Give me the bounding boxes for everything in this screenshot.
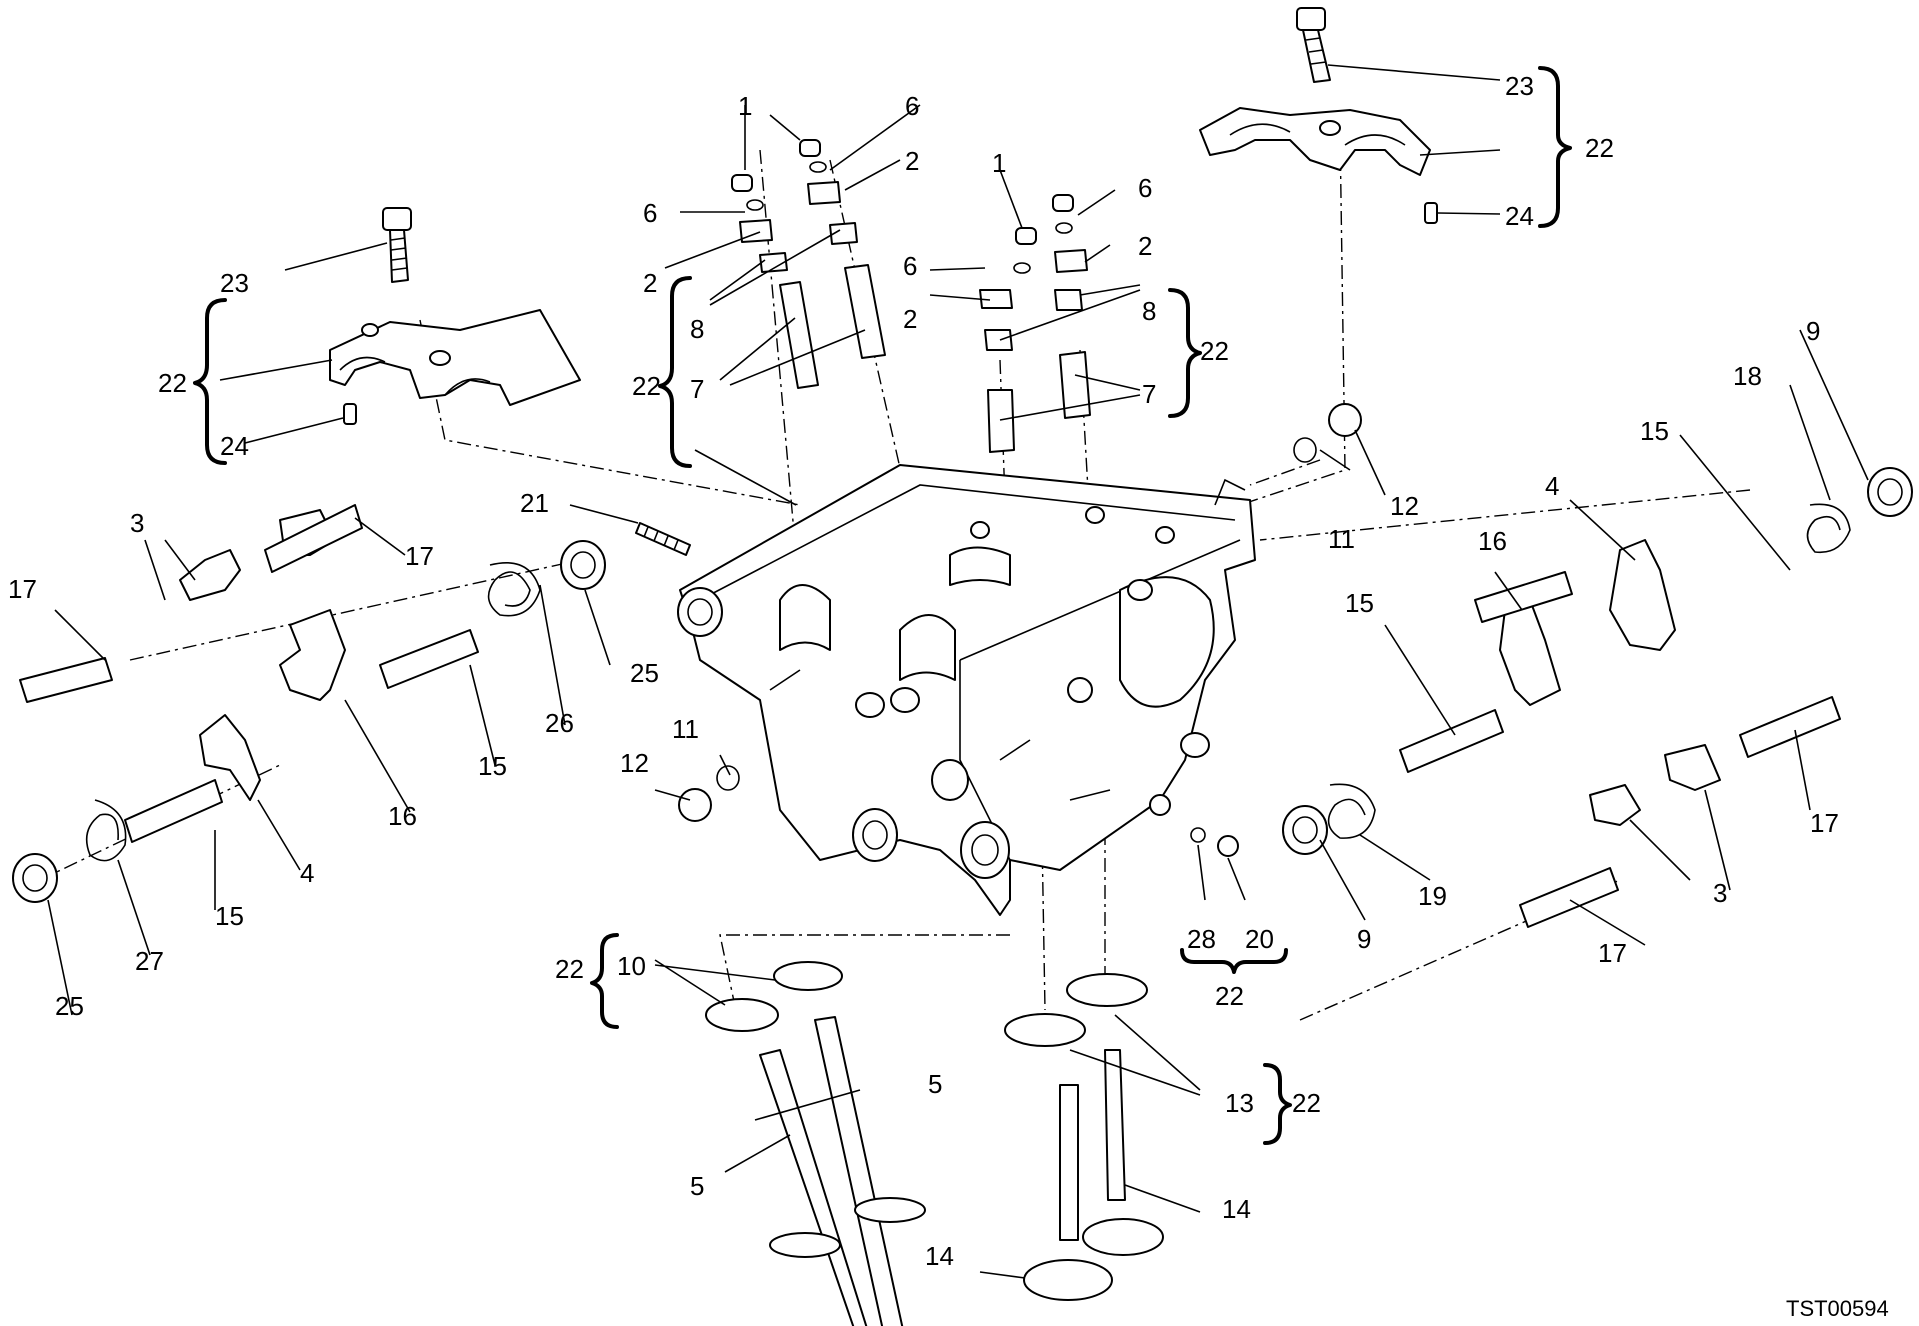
callout-1-top-right: 1 xyxy=(992,148,1006,178)
callout-15-right: 15 xyxy=(1345,588,1374,618)
callout-14-right: 14 xyxy=(1222,1194,1251,1224)
dowel-pins xyxy=(343,202,1438,425)
cap-bolt-right xyxy=(1296,7,1331,83)
callout-25-upper: 25 xyxy=(630,658,659,688)
callout-28: 28 xyxy=(1187,924,1216,954)
callout-11-left: 11 xyxy=(672,714,699,744)
callout-24-right: 24 xyxy=(1505,201,1534,231)
callout-labels: 1 6 2 6 2 8 7 22 1 6 2 6 2 8 7 22 23 22 … xyxy=(8,71,1839,1271)
braces xyxy=(193,66,1572,1145)
callout-9-top: 9 xyxy=(1806,316,1820,346)
callout-5-upper: 5 xyxy=(928,1069,942,1099)
valves xyxy=(759,1016,1164,1326)
callout-7-right: 7 xyxy=(1142,379,1156,409)
callout-27: 27 xyxy=(135,946,164,976)
callout-22-seats-left: 22 xyxy=(555,954,584,984)
callout-23-right: 23 xyxy=(1505,71,1534,101)
callout-8-right: 8 xyxy=(1142,296,1156,326)
callout-23-left: 23 xyxy=(220,268,249,298)
callout-22-left-guides: 22 xyxy=(632,371,661,401)
valve-caps-top xyxy=(731,139,1074,245)
callout-3-left: 3 xyxy=(130,508,144,538)
callout-6-top-left: 6 xyxy=(905,91,919,121)
plugs-and-seals xyxy=(678,403,1362,857)
callout-22-right-cap: 22 xyxy=(1585,133,1614,163)
valve-seats xyxy=(705,961,1148,1047)
stud-21 xyxy=(635,522,691,556)
callout-6-top-right: 6 xyxy=(1138,173,1152,203)
callout-17-right-upper: 17 xyxy=(1810,808,1839,838)
callout-18: 18 xyxy=(1733,361,1762,391)
callout-25-lower: 25 xyxy=(55,991,84,1021)
callout-14-lower: 14 xyxy=(925,1241,954,1271)
diagram-code: TST00594 xyxy=(1786,1296,1889,1321)
callout-1-top-left: 1 xyxy=(738,91,752,121)
callout-2-top-left: 2 xyxy=(905,146,919,176)
callout-22-left-cap: 22 xyxy=(158,368,187,398)
callout-17-left-top: 17 xyxy=(405,541,434,571)
rocker-arms-left xyxy=(179,509,346,801)
callout-16-left: 16 xyxy=(388,801,417,831)
callout-4-right: 4 xyxy=(1545,471,1559,501)
camshaft-cap-left xyxy=(329,309,581,406)
callout-16-right: 16 xyxy=(1478,526,1507,556)
callout-15-right-top: 15 xyxy=(1640,416,1669,446)
callout-2-mid: 2 xyxy=(903,304,917,334)
rocker-shafts xyxy=(19,504,1841,928)
valve-guides xyxy=(779,264,1091,453)
callout-20: 20 xyxy=(1245,924,1274,954)
callout-2-left: 2 xyxy=(643,268,657,298)
callout-17-left: 17 xyxy=(8,574,37,604)
callout-5-lower: 5 xyxy=(690,1171,704,1201)
callout-6-mid: 6 xyxy=(903,251,917,281)
shaft-bushings xyxy=(12,467,1913,903)
callout-12-left: 12 xyxy=(620,748,649,778)
callout-17-right-lower: 17 xyxy=(1598,938,1627,968)
callout-10: 10 xyxy=(617,951,646,981)
callout-7-left: 7 xyxy=(690,374,704,404)
callout-19: 19 xyxy=(1418,881,1447,911)
valve-stem-seals xyxy=(759,222,1083,351)
callout-22-right-guides: 22 xyxy=(1200,336,1229,366)
callout-11-right: 11 xyxy=(1328,524,1355,554)
callout-13: 13 xyxy=(1225,1088,1254,1118)
cylinder-head xyxy=(677,464,1256,916)
callout-22-seats-right: 22 xyxy=(1292,1088,1321,1118)
callout-21: 21 xyxy=(520,488,549,518)
callout-12-right: 12 xyxy=(1390,491,1419,521)
callout-6-left: 6 xyxy=(643,198,657,228)
callout-3-right: 3 xyxy=(1713,878,1727,908)
callout-9-lower: 9 xyxy=(1357,924,1371,954)
callout-22-bottom-center: 22 xyxy=(1215,981,1244,1011)
callout-4-left: 4 xyxy=(300,858,314,888)
callout-15-left-lower: 15 xyxy=(215,901,244,931)
callout-24-left: 24 xyxy=(220,431,249,461)
torsion-springs xyxy=(85,503,1851,862)
callout-2-top-right: 2 xyxy=(1138,231,1152,261)
callout-15-left-upper: 15 xyxy=(478,751,507,781)
camshaft-cap-right xyxy=(1199,107,1431,176)
cap-bolt-left xyxy=(382,207,412,283)
leader-lines xyxy=(47,64,1869,1279)
collet-clips xyxy=(746,161,1073,274)
callout-26: 26 xyxy=(545,708,574,738)
callout-8-left: 8 xyxy=(690,314,704,344)
